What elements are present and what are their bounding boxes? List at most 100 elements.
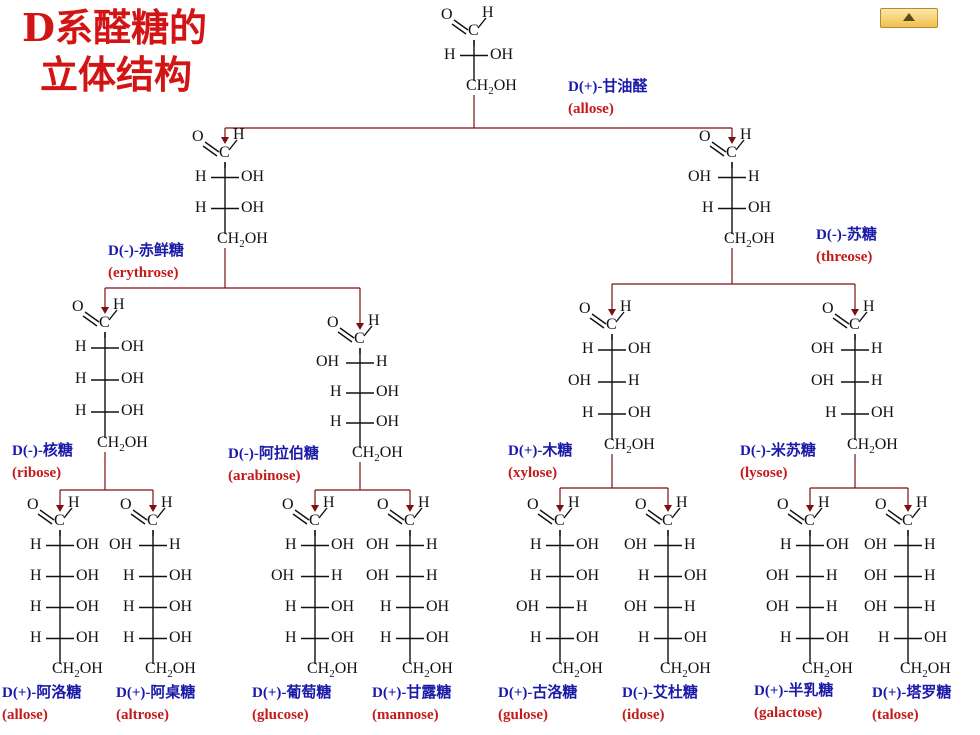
hydrogen-left: H: [582, 340, 594, 357]
hydrogen-atom: H: [68, 494, 80, 511]
hydroxyl-right: OH: [628, 404, 652, 421]
hydroxyl-right: OH: [426, 628, 450, 646]
hydrogen-atom: H: [368, 312, 380, 329]
chinese-name: D(-)-核糖: [12, 443, 73, 459]
hydrogen-right: H: [924, 566, 936, 584]
double-bond-line: [82, 315, 98, 327]
ch2oh-ch: CH: [552, 660, 575, 677]
english-name: (allose): [2, 707, 48, 723]
hydroxyl-right: OH: [748, 198, 772, 216]
aldehyde-h-bond: [413, 507, 423, 519]
hydroxyl-right: OH: [76, 597, 100, 615]
carbon-atom: C: [404, 512, 415, 529]
chinese-name: D(-)-苏糖: [816, 227, 877, 243]
chinese-name: D(-)-赤鲜糖: [108, 243, 184, 259]
hydrogen-left: H: [380, 597, 392, 615]
hydroxyl-left: OH: [766, 597, 790, 615]
double-bond-line: [37, 513, 53, 525]
tree-arrow-icon: [556, 505, 564, 512]
hydroxyl-left: OH: [366, 535, 390, 553]
ch2oh-group: CH2OH: [352, 444, 403, 464]
name-label-altrose: D(+)-阿桌糖(altrose): [116, 682, 195, 726]
hydrogen-left: H: [30, 566, 42, 584]
tree-arrow-icon: [221, 137, 229, 144]
hydrogen-left: H: [530, 628, 542, 646]
name-label-arabinose: D(-)-阿拉伯糖(arabinose): [228, 443, 319, 487]
hydroxyl-right: OH: [490, 45, 514, 63]
hydroxyl-right: OH: [169, 628, 193, 646]
hydrogen-left: H: [123, 566, 135, 584]
hydroxyl-right: OH: [871, 404, 895, 421]
ch2oh-ch: CH: [604, 436, 627, 453]
carbon-atom: C: [354, 330, 365, 347]
oxygen-atom: O: [822, 300, 834, 317]
ch2oh-oh: OH: [687, 660, 711, 677]
hydroxyl-right: OH: [76, 628, 100, 646]
hydrogen-atom: H: [863, 298, 875, 315]
hydrogen-atom: H: [568, 494, 580, 511]
double-bond-line: [645, 513, 661, 525]
ch2oh-sub: 2: [488, 85, 494, 98]
ch2oh-oh: OH: [874, 436, 898, 453]
ch2oh-sub: 2: [824, 668, 830, 681]
ch2oh-sub: 2: [574, 668, 580, 681]
double-bond-line: [337, 331, 353, 343]
hydroxyl-left: OH: [864, 566, 888, 584]
double-bond-line: [789, 509, 805, 521]
ch2oh-sub: 2: [329, 668, 335, 681]
hydrogen-left: H: [30, 535, 42, 553]
hydrogen-right: H: [684, 597, 696, 615]
ch2oh-sub: 2: [746, 238, 752, 251]
hydroxyl-left: OH: [516, 597, 540, 615]
name-label-erythrose: D(-)-赤鲜糖 (erythrose): [108, 240, 184, 284]
ch2oh-sub: 2: [922, 668, 928, 681]
tree-arrow-icon: [904, 505, 912, 512]
double-bond-line: [39, 509, 55, 521]
ch2oh-group: CH2OH: [847, 436, 898, 456]
aldehyde-h-bond: [477, 17, 487, 29]
hydroxyl-right: OH: [121, 402, 145, 419]
hydroxyl-left: OH: [366, 566, 390, 584]
english-name: (idose): [622, 707, 665, 723]
ch2oh-group: CH2OH: [552, 660, 603, 680]
hydroxyl-left: OH: [568, 372, 592, 389]
double-bond-line: [887, 509, 903, 521]
hydroxyl-right: OH: [684, 628, 708, 646]
ch2oh-oh: OH: [579, 660, 603, 677]
double-bond-line: [885, 513, 901, 525]
hydrogen-right: H: [871, 340, 883, 357]
double-bond-line: [787, 513, 803, 525]
hydrogen-left: H: [285, 535, 297, 553]
name-label-talose: D(+)-塔罗糖(talose): [872, 682, 951, 726]
ch2oh-sub: 2: [119, 442, 125, 455]
hydroxyl-left: OH: [864, 597, 888, 615]
hydrogen-left: H: [582, 404, 594, 421]
ch2oh-group: CH2OH: [52, 660, 103, 680]
hydroxyl-right: OH: [628, 340, 652, 357]
double-bond-line: [451, 23, 467, 35]
ch2oh-group: CH2OH: [466, 77, 517, 97]
english-name: (gulose): [498, 707, 548, 723]
hydrogen-left: H: [285, 628, 297, 646]
hydroxyl-right: OH: [121, 338, 145, 355]
tree-arrow-icon: [664, 505, 672, 512]
hydrogen-right: H: [426, 535, 438, 553]
hydroxyl-right: OH: [76, 566, 100, 584]
name-label-threose: D(-)-苏糖(threose): [816, 224, 877, 268]
oxygen-atom: O: [527, 496, 539, 513]
hydrogen-right: H: [169, 535, 181, 553]
hydroxyl-right: OH: [169, 597, 193, 615]
hydroxyl-left: OH: [109, 535, 133, 553]
double-bond-line: [130, 513, 146, 525]
aldehyde-h-bond: [813, 507, 823, 519]
hydroxyl-right: OH: [376, 413, 400, 430]
aldehyde-h-bond: [735, 139, 745, 151]
hydroxyl-left: OH: [624, 597, 648, 615]
carbon-atom: C: [554, 512, 565, 529]
tree-arrow-icon: [608, 309, 616, 316]
carbon-atom: C: [902, 512, 913, 529]
home-button[interactable]: [880, 8, 938, 28]
english-name: (erythrose): [108, 265, 179, 281]
hydroxyl-right: OH: [826, 628, 850, 646]
double-bond-line: [387, 513, 403, 525]
